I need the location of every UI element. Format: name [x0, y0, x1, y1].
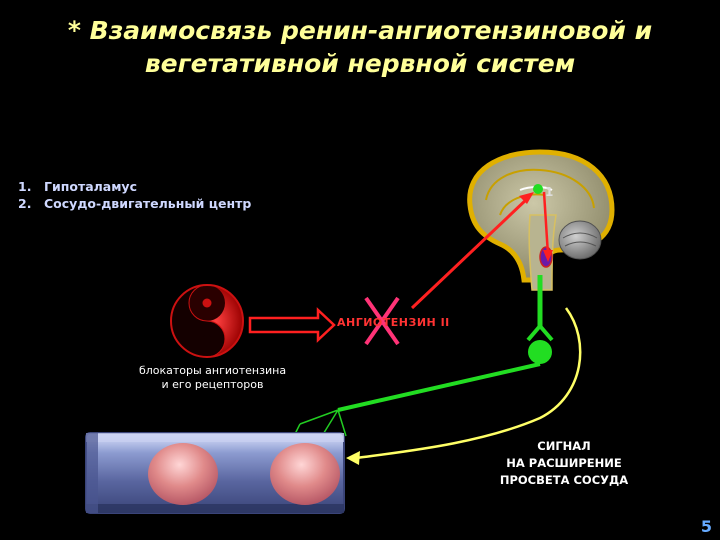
- legend-number: 1.: [18, 178, 44, 195]
- legend: 1.Гипоталамус 2.Сосудо-двигательный цент…: [18, 178, 251, 212]
- conversion-arrow: [250, 310, 334, 340]
- blockers-line-1: блокаторы ангиотензина: [110, 364, 315, 378]
- brain-region-number: 1: [545, 185, 553, 199]
- signal-line-1: СИГНАЛ: [478, 438, 650, 455]
- yin-yang-icon: [171, 285, 243, 357]
- page-number: 5: [701, 517, 712, 536]
- signal-line-2: НА РАСШИРЕНИЕ: [478, 455, 650, 472]
- title-line-2: вегетативной нервной систем: [0, 47, 720, 80]
- title-line-1: * Взаимосвязь ренин-ангиотензиновой и: [0, 14, 720, 47]
- legend-label: Гипоталамус: [44, 179, 137, 194]
- nerve-pathway: [292, 275, 552, 446]
- angiotensin-label: АНГИОТЕНЗИН II: [337, 316, 450, 329]
- blood-vessel-icon: [86, 433, 344, 513]
- signal-label: СИГНАЛ НА РАСШИРЕНИЕ ПРОСВЕТА СОСУДА: [478, 438, 650, 489]
- brain-icon: [470, 152, 612, 290]
- signal-line-3: ПРОСВЕТА СОСУДА: [478, 472, 650, 489]
- legend-item-hypothalamus: 1.Гипоталамус: [18, 178, 251, 195]
- blockers-label: блокаторы ангиотензина и его рецепторов: [110, 364, 315, 392]
- blockers-line-2: и его рецепторов: [110, 378, 315, 392]
- legend-item-vasomotor-center: 2.Сосудо-двигательный центр: [18, 195, 251, 212]
- slide-title: * Взаимосвязь ренин-ангиотензиновой и ве…: [0, 14, 720, 80]
- legend-number: 2.: [18, 195, 44, 212]
- legend-label: Сосудо-двигательный центр: [44, 196, 251, 211]
